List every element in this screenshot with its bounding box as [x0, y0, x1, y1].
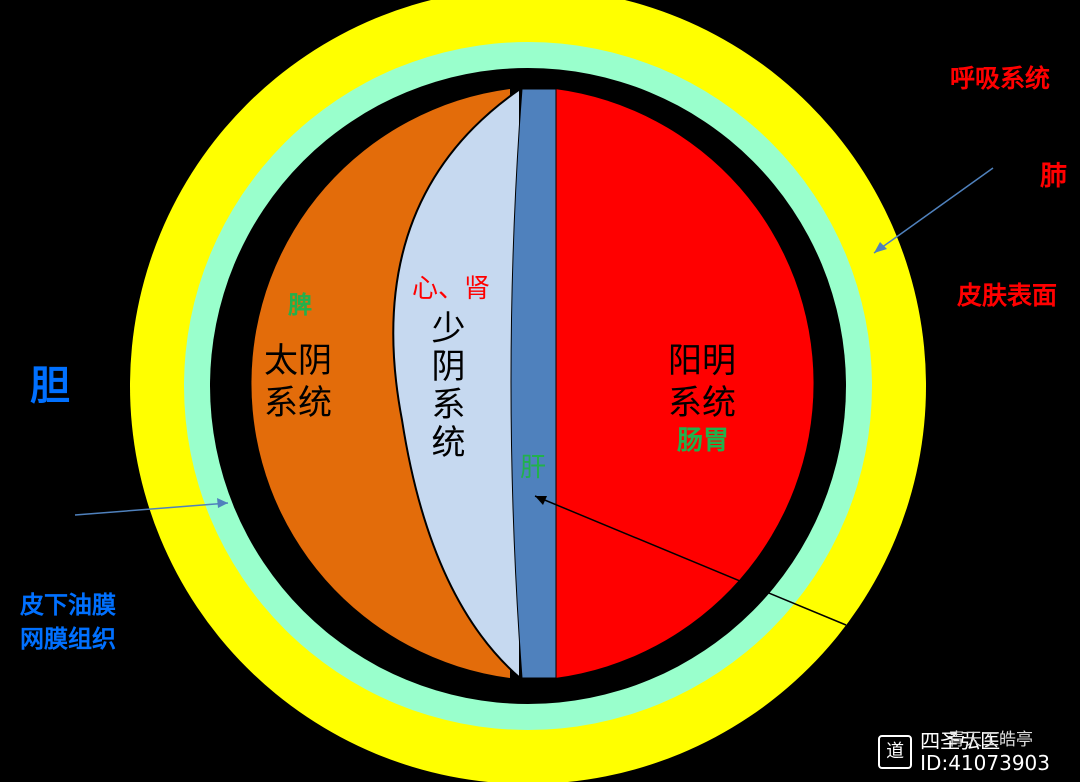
gallbladder-label: 胆: [30, 363, 70, 409]
membrane-arrow: [74, 502, 229, 516]
skin-arrow: [873, 167, 994, 254]
subcutaneous-label-1: 皮下油膜: [20, 591, 116, 619]
liver-arrow: [534, 495, 847, 626]
subcutaneous-label-2: 网膜组织: [20, 625, 116, 653]
lung-label: 肺: [1040, 161, 1067, 192]
shaoyin-label: 少阴系统: [425, 310, 465, 462]
respiratory-label: 呼吸系统: [950, 64, 1051, 93]
watermark: 道 四圣弘医 ID:41073903: [878, 730, 1050, 774]
heart-kidney-label: 心、肾: [412, 274, 491, 304]
shaoyin-region: [392, 87, 521, 681]
taiyin-label-2: 系统: [264, 383, 332, 423]
yangming-label-2: 系统: [668, 383, 736, 423]
watermark-line-1: 四圣弘医: [920, 729, 1001, 753]
membrane-arrow-head: [217, 498, 228, 508]
watermark-logo-icon: 道: [878, 735, 913, 769]
watermark-overlay: 青天工皓亭: [948, 730, 1033, 750]
skin-arrow-head: [874, 242, 887, 253]
liver-arrow-head: [535, 496, 547, 505]
watermark-line-2: ID:41073903: [920, 751, 1050, 775]
skin-surface-label: 皮肤表面: [957, 281, 1058, 310]
spleen-label: 脾: [288, 291, 312, 319]
yangming-label-1: 阳明: [668, 341, 736, 381]
liver-label: 肝: [520, 453, 547, 483]
jueyin-strip: [510, 88, 557, 679]
intestine-stomach-label: 肠胃: [677, 426, 730, 456]
taiyin-label-1: 太阴: [264, 341, 332, 381]
